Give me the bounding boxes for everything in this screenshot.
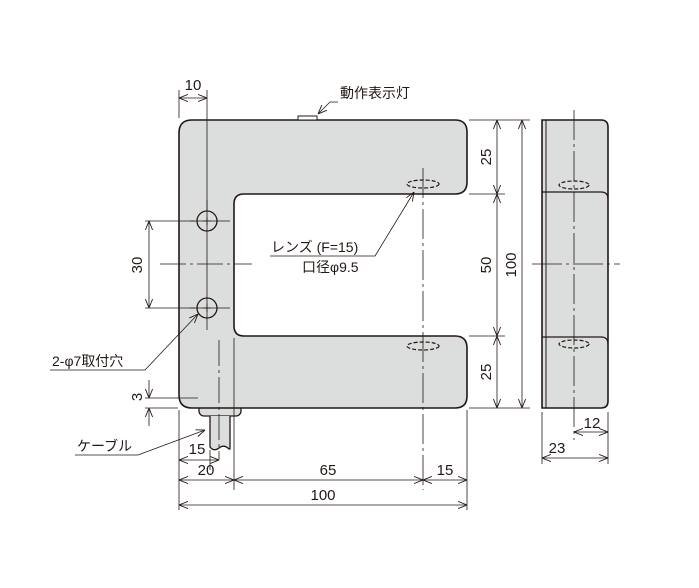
label-lens-line2: 口径φ9.5 (302, 259, 359, 275)
indicator-lamp (297, 115, 318, 121)
dim-arm-width: 15 (437, 462, 454, 479)
dim-cable-offset: 3 (129, 393, 146, 401)
dim-slot-height: 50 (478, 257, 495, 274)
dim-arm-top: 25 (478, 149, 495, 166)
dim-arm-bottom: 25 (478, 364, 495, 381)
dim-slot-depth: 65 (320, 462, 337, 479)
dim-lens-center: 12 (584, 415, 601, 432)
label-mount-holes: 2-φ7取付穴 (52, 353, 123, 369)
sensor-body (178, 119, 468, 409)
dim-cable-center: 20 (198, 462, 215, 479)
dim-top-hole-offset: 10 (185, 77, 202, 94)
dim-hole-pitch: 30 (129, 257, 146, 274)
side-view: 12 23 (532, 110, 620, 464)
dim-thickness: 23 (549, 440, 566, 457)
label-indicator: 動作表示灯 (340, 85, 410, 101)
label-cable: ケーブル (77, 438, 132, 454)
dim-cable-width: 15 (189, 441, 206, 458)
front-view: 10 30 3 15 20 65 15 100 25 50 25 100 動作表… (50, 77, 530, 510)
label-lens-line1: レンズ (F=15) (271, 239, 358, 255)
dim-total-width: 100 (310, 487, 335, 504)
dim-total-height: 100 (503, 252, 520, 277)
